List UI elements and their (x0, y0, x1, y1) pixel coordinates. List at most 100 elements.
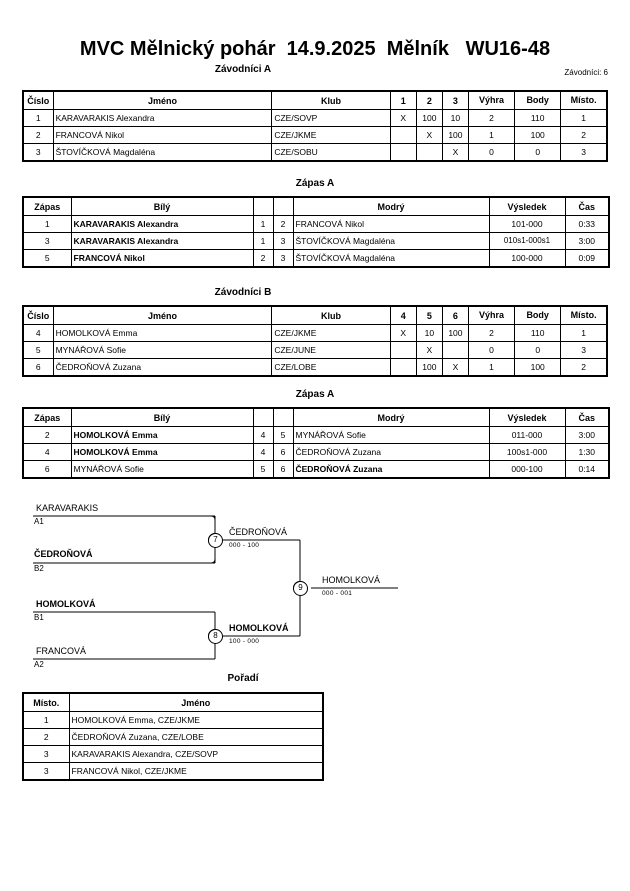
cell-misto: 1 (560, 109, 608, 127)
cell-body: 110 (514, 324, 562, 342)
table-row: 2 ČEDROŇOVÁ Zuzana, CZE/LOBE (22, 728, 324, 746)
matches-a-table: Zápas Bílý Modrý Výsledek Čas 1 KARAVARA… (22, 196, 610, 268)
col-cislo: Číslo (22, 305, 54, 325)
cell-zapas: 3 (22, 232, 72, 250)
bracket-node-9: 9 (293, 581, 308, 596)
cell-bily: MYNÁŘOVÁ Sofie (70, 460, 254, 479)
cell-vs-4 (389, 341, 417, 359)
cell-bily-num: 1 (252, 215, 274, 233)
cell-misto: 2 (560, 358, 608, 377)
bracket-final-winner: HOMOLKOVÁ (322, 575, 381, 585)
col-opp-3: 3 (441, 90, 469, 110)
cell-klub: CZE/JKME (271, 126, 391, 144)
standings-header-row: Místo. Jméno (22, 692, 324, 712)
cell-cislo: 2 (22, 126, 54, 144)
cell-bily-num: 1 (252, 232, 274, 250)
table-row: 6 MYNÁŘOVÁ Sofie 5 6 ČEDROŇOVÁ Zuzana 00… (22, 460, 610, 479)
col-bily-num (252, 196, 274, 216)
cell-jmeno: ČEDROŇOVÁ Zuzana, CZE/LOBE (68, 728, 324, 746)
section-title-standings: Pořadí (227, 673, 259, 684)
cell-modry: ČEDROŇOVÁ Zuzana (292, 460, 490, 479)
pool-b-table: Číslo Jméno Klub 4 5 6 Výhra Body Místo.… (22, 305, 608, 377)
cell-vs-4 (389, 358, 417, 377)
col-vyhra: Výhra (467, 305, 516, 325)
col-bily: Bílý (70, 196, 254, 216)
cell-jmeno: KARAVARAKIS Alexandra (52, 109, 273, 127)
cell-vysledek: 000-100 (488, 460, 566, 479)
pool-a-table: Číslo Jméno Klub 1 2 3 Výhra Body Místo.… (22, 90, 608, 162)
cell-bily-num: 4 (252, 426, 274, 444)
bracket-final-score: 000 - 001 (322, 590, 353, 597)
cell-vs-6: 100 (441, 324, 469, 342)
cell-modry: ČEDROŇOVÁ Zuzana (292, 443, 490, 461)
cell-vs-1 (389, 126, 417, 144)
cell-modry-num: 6 (272, 443, 294, 461)
table-row: 6 ČEDROŇOVÁ Zuzana CZE/LOBE 100 X 1 100 … (22, 358, 608, 377)
col-misto: Místo. (22, 692, 70, 712)
table-row: 2 FRANCOVÁ Nikol CZE/JKME X 100 1 100 2 (22, 126, 608, 144)
cell-misto: 1 (560, 324, 608, 342)
cell-modry: FRANCOVÁ Nikol (292, 215, 490, 233)
cell-vs-5: 100 (415, 358, 443, 377)
cell-jmeno: ŠTOVÍČKOVÁ Magdaléna (52, 143, 273, 162)
cell-misto: 2 (22, 728, 70, 746)
col-vysledek: Výsledek (488, 407, 566, 427)
cell-cislo: 6 (22, 358, 54, 377)
cell-bily: KARAVARAKIS Alexandra (70, 215, 254, 233)
col-opp-5: 5 (415, 305, 443, 325)
cell-cas: 3:00 (564, 232, 610, 250)
table-row: 4 HOMOLKOVÁ Emma 4 6 ČEDROŇOVÁ Zuzana 10… (22, 443, 610, 461)
cell-bily-num: 4 (252, 443, 274, 461)
cell-modry-num: 3 (272, 249, 294, 268)
col-opp-6: 6 (441, 305, 469, 325)
bracket-entry-seed-1: A1 (34, 517, 44, 526)
page-title: MVC Mělnický pohár 14.9.2025 Mělník WU16… (79, 38, 551, 60)
pool-b-header-row: Číslo Jméno Klub 4 5 6 Výhra Body Místo. (22, 305, 608, 325)
section-title-matches-a: Zápas A (295, 178, 335, 189)
table-row: 5 FRANCOVÁ Nikol 2 3 ŠTOVÍČKOVÁ Magdalén… (22, 249, 610, 268)
cell-vyhra: 2 (467, 109, 516, 127)
col-modry-num (272, 407, 294, 427)
cell-zapas: 4 (22, 443, 72, 461)
col-misto: Místo. (560, 90, 608, 110)
section-title-pool-a: Závodníci A (214, 64, 272, 75)
matches-b-header-row: Zápas Bílý Modrý Výsledek Čas (22, 407, 610, 427)
cell-vysledek: 010s1-000s1 (488, 232, 566, 250)
bracket-semi-score-7: 000 - 100 (229, 542, 260, 549)
cell-vs-1 (389, 143, 417, 162)
cell-bily-num: 5 (252, 460, 274, 479)
cell-klub: CZE/LOBE (271, 358, 391, 377)
col-body: Body (514, 305, 562, 325)
bracket-entry-name-4: FRANCOVÁ (36, 646, 87, 656)
table-row: 1 HOMOLKOVÁ Emma, CZE/JKME (22, 711, 324, 729)
cell-vs-6: X (441, 358, 469, 377)
cell-klub: CZE/SOBU (271, 143, 391, 162)
col-zapas: Zápas (22, 196, 72, 216)
cell-vysledek: 100s1-000 (488, 443, 566, 461)
cell-body: 110 (514, 109, 562, 127)
cell-jmeno: FRANCOVÁ Nikol (52, 126, 273, 144)
col-bily: Bílý (70, 407, 254, 427)
cell-zapas: 2 (22, 426, 72, 444)
cell-vs-4: X (389, 324, 417, 342)
cell-vs-3: 10 (441, 109, 469, 127)
section-title-pool-b: Závodníci B (214, 287, 272, 298)
cell-jmeno: ČEDROŇOVÁ Zuzana (52, 358, 273, 377)
cell-cislo: 4 (22, 324, 54, 342)
table-row: 1 KARAVARAKIS Alexandra CZE/SOVP X 100 1… (22, 109, 608, 127)
table-row: 4 HOMOLKOVÁ Emma CZE/JKME X 10 100 2 110… (22, 324, 608, 342)
bracket-node-7: 7 (208, 533, 223, 548)
col-zapas: Zápas (22, 407, 72, 427)
cell-cas: 0:14 (564, 460, 610, 479)
table-row: 3 FRANCOVÁ Nikol, CZE/JKME (22, 762, 324, 781)
cell-vs-6 (441, 341, 469, 359)
col-jmeno: Jméno (52, 305, 273, 325)
cell-vyhra: 1 (467, 126, 516, 144)
cell-misto: 1 (22, 711, 70, 729)
col-bily-num (252, 407, 274, 427)
cell-jmeno: MYNÁŘOVÁ Sofie (52, 341, 273, 359)
cell-body: 100 (514, 126, 562, 144)
col-jmeno: Jméno (52, 90, 273, 110)
col-modry: Modrý (292, 196, 490, 216)
cell-vyhra: 2 (467, 324, 516, 342)
